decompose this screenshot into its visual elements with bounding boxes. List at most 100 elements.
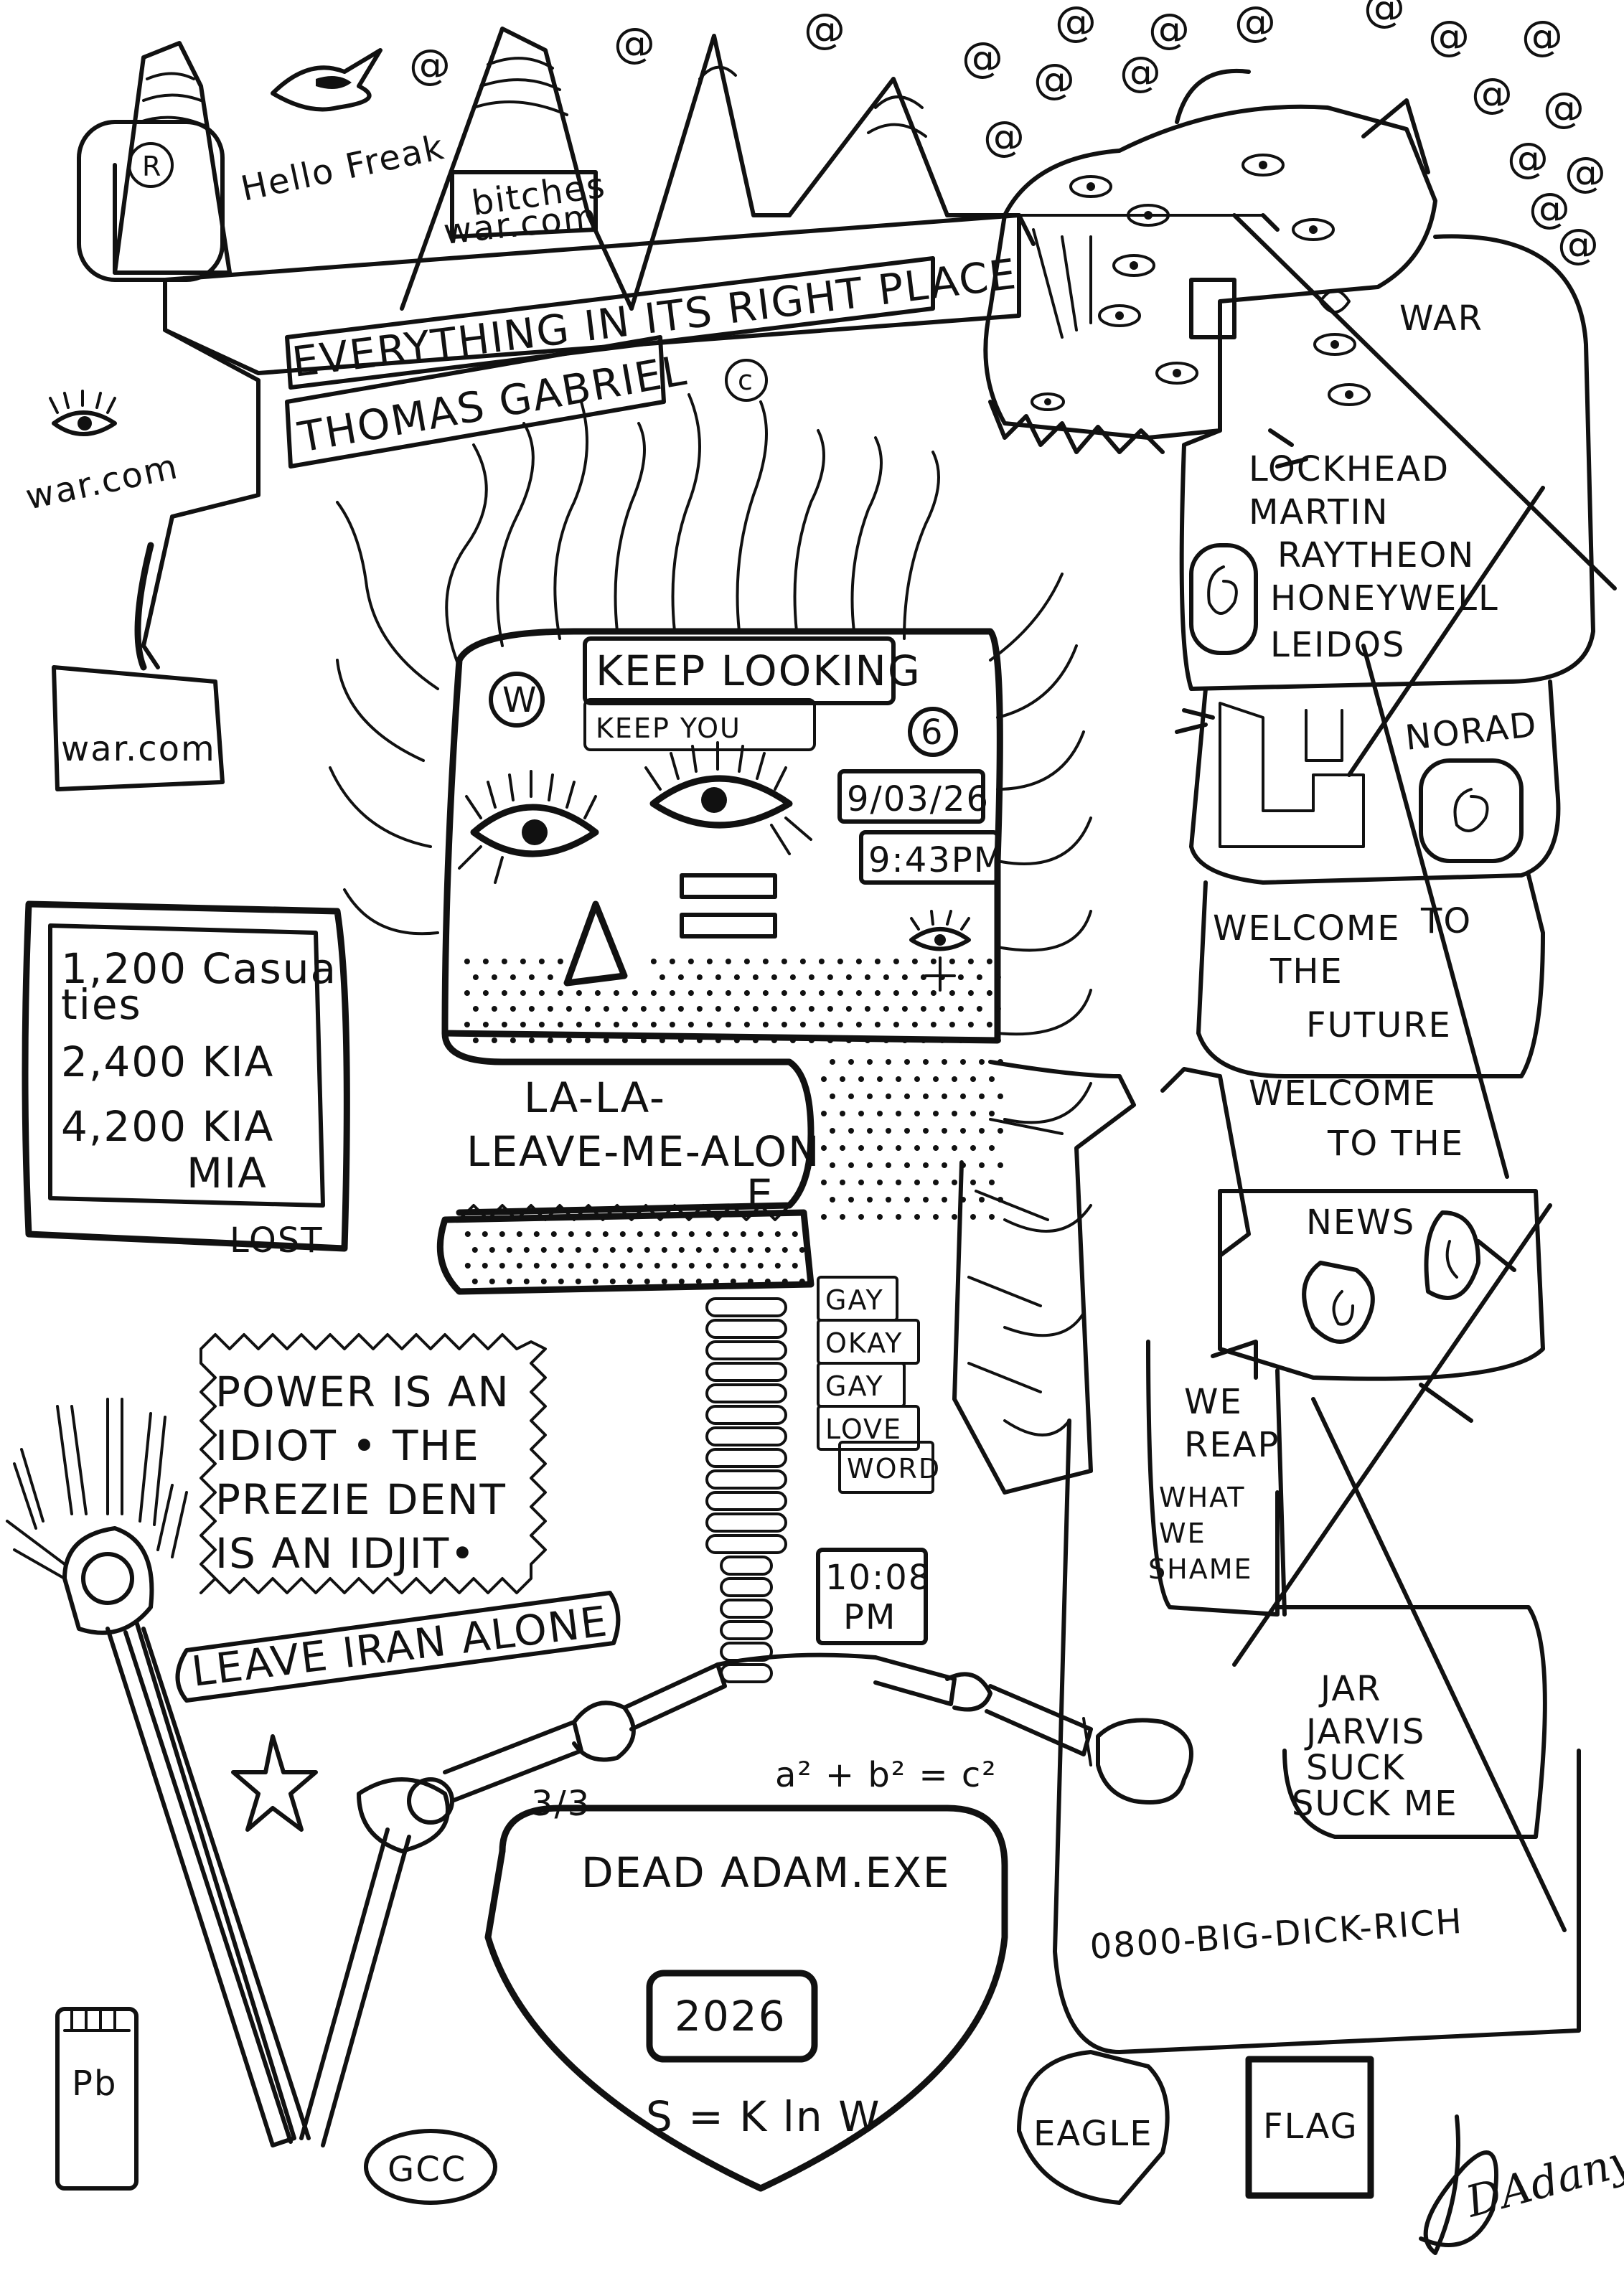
stubble-dot	[464, 1231, 471, 1237]
stubble-dot	[933, 1111, 939, 1116]
stubble-dot	[867, 1128, 873, 1134]
stubble-dot	[821, 1214, 827, 1220]
stubble-dot	[557, 1022, 563, 1027]
stubble-dot	[792, 1231, 798, 1237]
stubble-dot	[510, 974, 516, 980]
stubble-dot	[764, 1247, 771, 1253]
stubble-dot	[715, 1006, 721, 1012]
stubble-dot	[568, 1231, 574, 1237]
stubble-dot	[695, 1247, 702, 1253]
stubble-dot	[855, 1022, 862, 1027]
stubble-dot	[979, 1093, 985, 1099]
welcome-news: WELCOME TO THE	[1249, 1073, 1463, 1164]
stubble-dot	[688, 1231, 695, 1237]
stubble-dot	[877, 1180, 883, 1185]
stubble-dot	[911, 959, 918, 964]
stubble-dot	[901, 974, 908, 980]
stubble-dot	[762, 990, 769, 996]
stubble-dot	[914, 1145, 920, 1151]
stubble-dot	[830, 1093, 835, 1099]
reap-text-block: WE REAP WHAT WE SHAME	[1148, 1382, 1278, 1585]
stubble-dot	[661, 1279, 667, 1284]
stubble-dot	[650, 959, 657, 964]
stubble-dot	[904, 1059, 910, 1065]
stubble-dot	[901, 1038, 908, 1043]
stubble-dot	[540, 1247, 547, 1253]
stubble-dot	[733, 974, 740, 980]
date-label: 9/03/26	[847, 779, 990, 819]
stubble-dot	[789, 974, 796, 980]
stubble-dot	[723, 1231, 729, 1237]
stubble-dot	[827, 1006, 833, 1012]
stubble-dot	[705, 1231, 712, 1237]
stubble-dot	[933, 1076, 939, 1082]
stubble-dot	[904, 1197, 910, 1203]
vertebra	[705, 1297, 787, 1317]
stubble-dot	[789, 1038, 796, 1043]
stubble-dot	[858, 1111, 864, 1116]
power-stamp: POWER IS AN IDIOT • THE PREZIE DENT IS A…	[200, 1333, 547, 1594]
stubble-dot	[821, 1145, 827, 1151]
skeleton-arms	[6, 1398, 1193, 2147]
casualties-line-4: 4,200 KIA	[61, 1102, 274, 1151]
vertebra	[705, 1448, 787, 1468]
stubble-dot	[632, 1022, 638, 1027]
stubble-dot	[592, 1279, 599, 1284]
stubble-dot	[740, 1231, 746, 1237]
stubble-dot	[979, 1197, 985, 1203]
stubble-dot	[677, 974, 684, 980]
stubble-dot	[547, 1038, 553, 1043]
stubble-dot	[799, 1247, 805, 1253]
stubble-dot	[678, 1279, 685, 1284]
stubble-dot	[893, 1022, 899, 1027]
stubble-dot	[864, 1038, 870, 1043]
stubble-dot	[528, 1038, 535, 1043]
stubble-dot	[482, 1263, 488, 1269]
stubble-dot	[979, 1162, 985, 1168]
registered-mark: R	[142, 151, 162, 182]
stubble-dot	[877, 1214, 883, 1220]
at-sign: @	[1529, 184, 1572, 232]
stubble-dot	[650, 990, 657, 996]
stubble-dot	[995, 1006, 1001, 1012]
stubble-dot	[821, 1076, 827, 1082]
stubble-dot	[619, 1263, 626, 1269]
stubble-dot	[886, 1162, 891, 1168]
power-line-2: IDIOT • THE	[215, 1421, 480, 1470]
stubble-dot	[952, 1145, 957, 1151]
stubble-dot	[706, 1022, 713, 1027]
stubble-dot	[821, 1111, 827, 1116]
stubble-dot	[914, 1111, 920, 1116]
central-face: W KEEP LOOKING KEEP YOU 6 9/03/26 9:43PM	[329, 393, 1136, 1495]
bird-icon	[271, 48, 382, 112]
stubble-dot	[706, 990, 713, 996]
stubble-dot	[471, 1247, 478, 1253]
stubble-dot	[960, 1059, 966, 1065]
stubble-dot	[687, 959, 694, 964]
jar-line-2: JARVIS	[1304, 1712, 1425, 1752]
stubble-dot	[757, 1263, 764, 1269]
year-text: 2026	[675, 1992, 787, 2041]
entropy-formula-text: S = K ln W	[646, 2092, 881, 2141]
power-line-3: PREZIE DENT	[215, 1475, 507, 1524]
stubble-dot	[858, 1145, 864, 1151]
stubble-dot	[957, 974, 964, 980]
stubble-dot	[752, 1038, 759, 1043]
stubble-dot	[696, 1038, 703, 1043]
welcome-future-line-1: WELCOME	[1213, 908, 1401, 949]
stubble-dot	[472, 974, 479, 980]
stubble-dot	[840, 1180, 845, 1185]
stubble-dot	[547, 1006, 553, 1012]
vertebra	[705, 1405, 787, 1425]
stubble-dot	[464, 1263, 471, 1269]
stubble-dot	[848, 1197, 854, 1203]
stubble-dot	[592, 1247, 599, 1253]
reap-line-3: WHAT	[1159, 1482, 1245, 1513]
stubble-dot	[939, 1038, 945, 1043]
spiral-icon	[1189, 543, 1258, 655]
stubble-dot	[867, 1059, 873, 1065]
war-com-top-text: war.com	[441, 197, 599, 253]
stubble-dot	[840, 1145, 845, 1151]
vertebra	[705, 1319, 787, 1339]
